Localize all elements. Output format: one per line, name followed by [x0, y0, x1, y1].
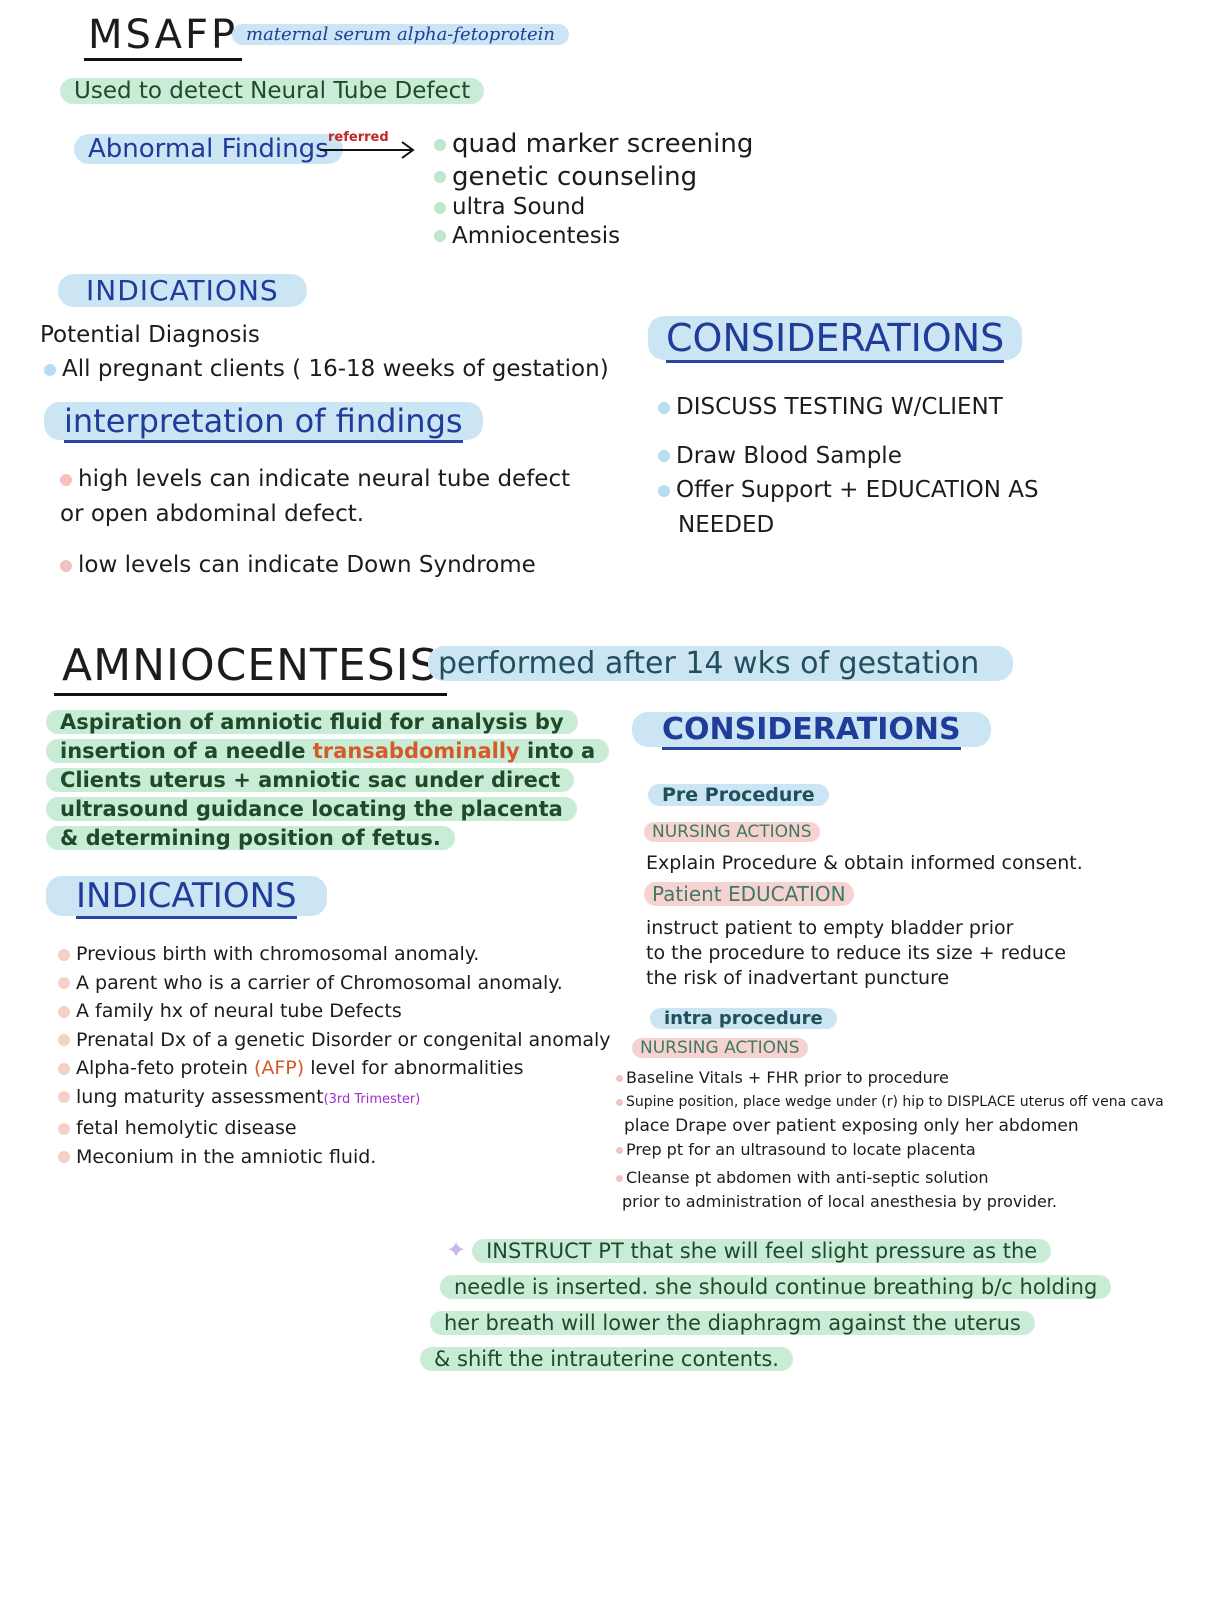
amnio-description: Aspiration of amniotic fluid for analysi…	[46, 708, 610, 853]
list-item: Previous birth with chromosomal anomaly.	[58, 940, 611, 969]
potential-diagnosis: Potential Diagnosis	[40, 322, 260, 348]
list-item: Draw Blood Sample	[658, 439, 1039, 474]
amnio-indications-list: Previous birth with chromosomal anomaly.…	[58, 940, 611, 1171]
msafp-purpose: Used to detect Neural Tube Defect	[60, 78, 485, 104]
bullet-icon	[58, 1122, 70, 1135]
list-item: DISCUSS TESTING W/CLIENT	[658, 390, 1039, 425]
bullet-icon	[58, 1091, 70, 1103]
education-text: instruct patient to empty bladder prior …	[646, 917, 1067, 989]
list-item: quad marker screening	[434, 128, 753, 161]
referral-list: quad marker screening genetic counseling…	[434, 128, 753, 251]
pre-procedure-label: Pre Procedure	[648, 784, 829, 806]
bullet-icon	[658, 484, 670, 497]
amnio-subtitle: performed after 14 wks of gestation	[428, 646, 1014, 681]
list-item: Baseline Vitals + FHR prior to procedure	[616, 1066, 1164, 1090]
list-item: Alpha-feto protein (AFP) level for abnor…	[58, 1054, 611, 1083]
instruction-block: ✦INSTRUCT PT that she will feel slight p…	[420, 1232, 1112, 1377]
bullet-icon	[58, 1151, 70, 1163]
bullet-icon	[616, 1175, 623, 1182]
list-item: Meconium in the amniotic fluid.	[58, 1143, 611, 1172]
list-item: Amniocentesis	[434, 222, 753, 251]
bullet-icon	[58, 977, 70, 989]
list-item: Cleanse pt abdomen with anti-septic solu…	[616, 1166, 1164, 1190]
list-item: Supine position, place wedge under (r) h…	[616, 1090, 1164, 1114]
msafp-title: MSAFP	[84, 12, 243, 61]
pre-action-text: Explain Procedure & obtain informed cons…	[646, 852, 1083, 874]
amnio-indications-heading: INDICATIONS	[46, 876, 327, 919]
bullet-icon	[616, 1075, 623, 1082]
all-pregnant-clients: All pregnant clients ( 16-18 weeks of ge…	[44, 356, 609, 382]
list-item: A family hx of neural tube Defects	[58, 997, 611, 1026]
amnio-title: AMNIOCENTESIS	[54, 640, 447, 696]
bullet-icon	[658, 401, 670, 414]
star-icon: ✦	[446, 1236, 467, 1264]
patient-education: Patient EDUCATION	[644, 882, 854, 906]
bullet-icon	[58, 1062, 70, 1075]
bullet-icon	[434, 171, 446, 183]
bullet-icon	[58, 948, 70, 961]
list-item: fetal hemolytic disease	[58, 1114, 611, 1143]
list-item: ultra Sound	[434, 193, 753, 222]
list-item: Offer Support + EDUCATION AS	[658, 473, 1039, 508]
intra-procedure-label: intra procedure	[650, 1008, 837, 1029]
msafp-considerations-heading: CONSIDERATIONS	[648, 316, 1023, 363]
amnio-considerations-heading: CONSIDERATIONS	[632, 712, 991, 750]
bullet-icon	[44, 363, 56, 376]
bullet-icon	[616, 1098, 623, 1106]
list-item: NEEDED	[678, 511, 775, 538]
pre-nursing-actions: NURSING ACTIONS	[644, 822, 820, 842]
list-item: Prep pt for an ultrasound to locate plac…	[616, 1138, 1164, 1162]
msafp-indications-heading: INDICATIONS	[58, 274, 307, 307]
interpretation-heading: interpretation of findings	[44, 402, 483, 443]
bullet-icon	[658, 450, 670, 462]
high-levels: high levels can indicate neural tube def…	[60, 466, 571, 527]
list-item: prior to administration of local anesthe…	[622, 1192, 1058, 1211]
bullet-icon	[434, 138, 446, 151]
bullet-icon	[434, 201, 446, 214]
intra-actions-list: Baseline Vitals + FHR prior to procedure…	[616, 1066, 1164, 1214]
bullet-icon	[60, 559, 72, 572]
arrow-icon	[320, 141, 415, 159]
msafp-considerations-list: DISCUSS TESTING W/CLIENT Draw Blood Samp…	[658, 390, 1039, 542]
bullet-icon	[58, 1005, 70, 1018]
low-levels: low levels can indicate Down Syndrome	[60, 552, 536, 578]
intra-nursing-actions: NURSING ACTIONS	[632, 1038, 808, 1058]
list-item: lung maturity assessment(3rd Trimester)	[58, 1083, 611, 1115]
bullet-icon	[616, 1147, 623, 1154]
list-item: A parent who is a carrier of Chromosomal…	[58, 969, 611, 998]
referred-label: referred	[328, 130, 389, 145]
list-item: place Drape over patient exposing only h…	[624, 1116, 1079, 1136]
msafp-subtitle: maternal serum alpha-fetoprotein	[232, 24, 569, 45]
bullet-icon	[434, 230, 446, 243]
bullet-icon	[60, 473, 72, 486]
list-item: Prenatal Dx of a genetic Disorder or con…	[58, 1026, 611, 1055]
referred-arrow: referred	[318, 130, 418, 160]
bullet-icon	[58, 1034, 70, 1046]
list-item: genetic counseling	[434, 161, 753, 194]
abnormal-findings-label: Abnormal Findings	[74, 134, 343, 164]
